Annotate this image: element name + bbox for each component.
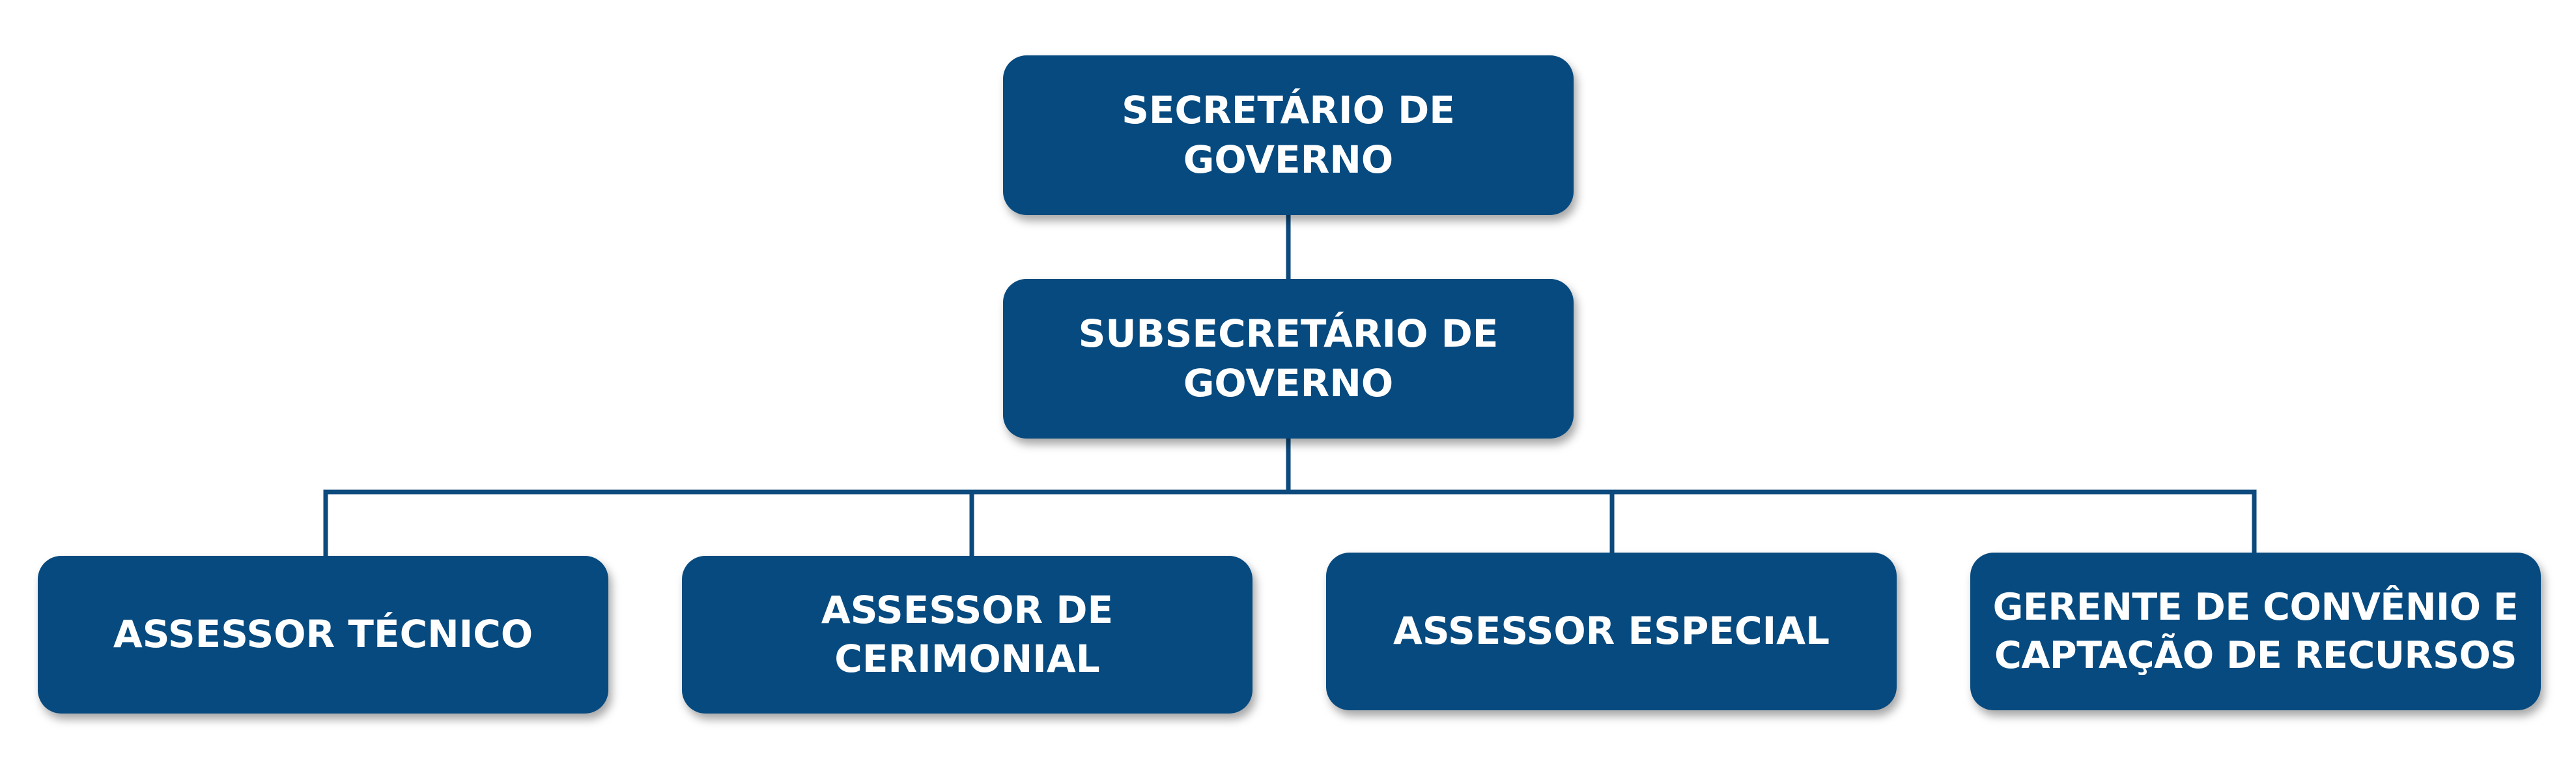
node-label: SUBSECRETÁRIO DE GOVERNO xyxy=(1078,311,1499,405)
node-assessor-tecnico: ASSESSOR TÉCNICO xyxy=(38,556,608,714)
node-label: SECRETÁRIO DE GOVERNO xyxy=(1122,88,1455,182)
node-label: ASSESSOR ESPECIAL xyxy=(1393,609,1830,654)
node-assessor-especial: ASSESSOR ESPECIAL xyxy=(1326,553,1897,710)
node-label: GERENTE DE CONVÊNIO E CAPTAÇÃO DE RECURS… xyxy=(1992,585,2519,677)
node-secretario-de-governo: SECRETÁRIO DE GOVERNO xyxy=(1003,55,1574,215)
node-assessor-de-cerimonial: ASSESSOR DE CERIMONIAL xyxy=(682,556,1253,714)
node-label: ASSESSOR DE CERIMONIAL xyxy=(821,587,1114,681)
node-label: ASSESSOR TÉCNICO xyxy=(113,612,533,657)
node-subsecretario-de-governo: SUBSECRETÁRIO DE GOVERNO xyxy=(1003,279,1574,439)
node-gerente-de-convenio: GERENTE DE CONVÊNIO E CAPTAÇÃO DE RECURS… xyxy=(1970,553,2541,710)
